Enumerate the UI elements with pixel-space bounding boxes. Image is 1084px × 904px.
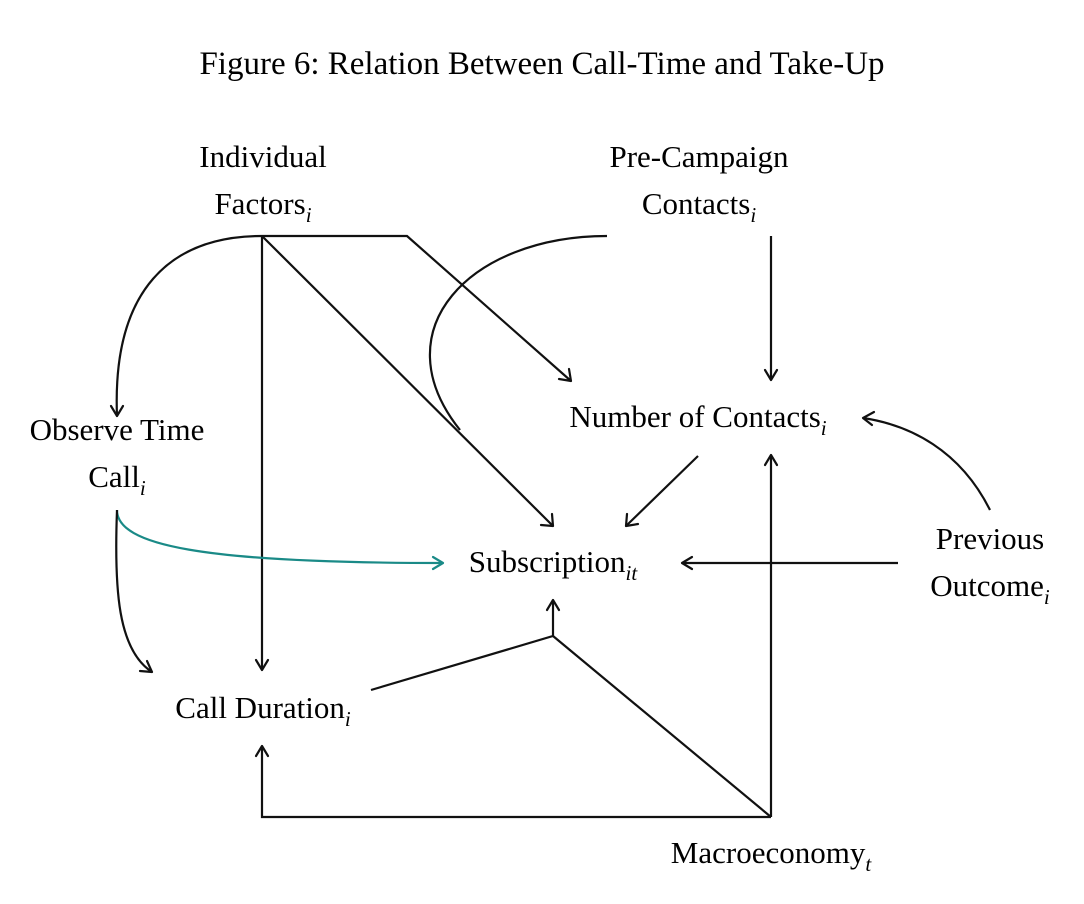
arrowhead-call-duration-from-observe-time-call — [138, 659, 154, 674]
arrowhead-subscription-from-junction — [545, 598, 561, 612]
edge-observe-time-call-to-subscription — [115, 509, 444, 565]
edge-macroeconomy-to-junction — [552, 635, 772, 818]
edge-individual-factors-to-subscription — [261, 235, 554, 527]
node-previous-outcome-line1: Previous — [936, 521, 1045, 556]
node-number-of-contacts: Number of Contactsi — [569, 399, 826, 440]
edge-previous-outcome-to-number-of-contacts — [862, 416, 991, 511]
arrowhead-call-duration-from-factors — [254, 658, 270, 672]
figure-title: Figure 6: Relation Between Call-Time and… — [199, 46, 884, 82]
node-previous-outcome-line2: Outcomei — [930, 568, 1050, 609]
edge-individual-factors-to-number-of-contacts — [262, 234, 572, 382]
arrowhead-number-of-contacts-from-pre-campaign — [763, 368, 779, 382]
node-previous-outcome-subscript: i — [1044, 585, 1050, 609]
node-individual-factors-line2: Factorsi — [214, 186, 311, 227]
node-pre-campaign-contacts: Pre-Campaign Contactsi — [609, 139, 789, 227]
node-pre-campaign-contacts-subscript: i — [750, 203, 756, 227]
arrowhead-observe-time-call — [109, 404, 125, 418]
edge-number-of-contacts-to-subscription — [625, 455, 699, 527]
node-pre-campaign-contacts-text: Contacts — [642, 186, 751, 221]
edge-observe-time-call-to-call-duration — [115, 509, 153, 673]
arrowhead-subscription-from-previous-outcome — [680, 555, 694, 571]
node-pre-campaign-contacts-line1: Pre-Campaign — [609, 139, 789, 174]
edge-macroeconomy-to-call-duration — [260, 746, 771, 819]
svg-text:Call Durationi: Call Durationi — [175, 690, 351, 731]
node-observe-time-call-subscript: i — [140, 476, 146, 500]
svg-text:Number of Contactsi: Number of Contactsi — [569, 399, 826, 440]
node-individual-factors-text: Factors — [214, 186, 305, 221]
svg-text:Subscriptionit: Subscriptionit — [469, 544, 639, 585]
arrowhead-subscription-from-number-of-contacts — [624, 512, 640, 528]
node-subscription-subscript: it — [626, 561, 639, 585]
edge-individual-factors-to-observe-time-call — [115, 234, 263, 417]
node-macroeconomy: Macroeconomyt — [671, 835, 873, 876]
node-subscription-text: Subscription — [469, 544, 626, 579]
node-individual-factors-subscript: i — [306, 203, 312, 227]
node-call-duration-subscript: i — [345, 707, 351, 731]
node-macroeconomy-text: Macroeconomy — [671, 835, 866, 870]
arrowhead-subscription-from-factors — [539, 512, 555, 528]
node-pre-campaign-contacts-line2: Contactsi — [642, 186, 757, 227]
node-call-duration-text: Call Duration — [175, 690, 345, 725]
node-observe-time-call-line2: Calli — [88, 459, 146, 500]
node-observe-time-call-text: Call — [88, 459, 140, 494]
arrowhead-number-of-contacts-from-previous-outcome — [861, 410, 876, 427]
node-individual-factors: Individual Factorsi — [199, 139, 326, 227]
arrowhead-call-duration-from-macroeconomy — [254, 744, 270, 758]
node-previous-outcome: Previous Outcomei — [930, 521, 1050, 609]
node-previous-outcome-text: Outcome — [930, 568, 1044, 603]
arrowhead-number-of-contacts-from-macroeconomy — [763, 453, 779, 467]
node-individual-factors-line1: Individual — [199, 139, 326, 174]
node-number-of-contacts-subscript: i — [821, 416, 827, 440]
edge-pre-campaign-contacts-to-subscription — [428, 234, 608, 431]
node-macroeconomy-subscript: t — [865, 852, 872, 876]
edge-call-duration-to-junction — [370, 634, 554, 692]
node-call-duration: Call Durationi — [175, 690, 351, 731]
arrowhead-subscription-from-observe-time-call — [431, 555, 445, 571]
node-observe-time-call-line1: Observe Time — [30, 412, 205, 447]
arrowhead-number-of-contacts-from-factors — [557, 367, 573, 383]
node-subscription: Subscriptionit — [469, 544, 639, 585]
node-observe-time-call: Observe Time Calli — [30, 412, 205, 500]
node-number-of-contacts-text: Number of Contacts — [569, 399, 820, 434]
svg-text:Macroeconomyt: Macroeconomyt — [671, 835, 873, 876]
